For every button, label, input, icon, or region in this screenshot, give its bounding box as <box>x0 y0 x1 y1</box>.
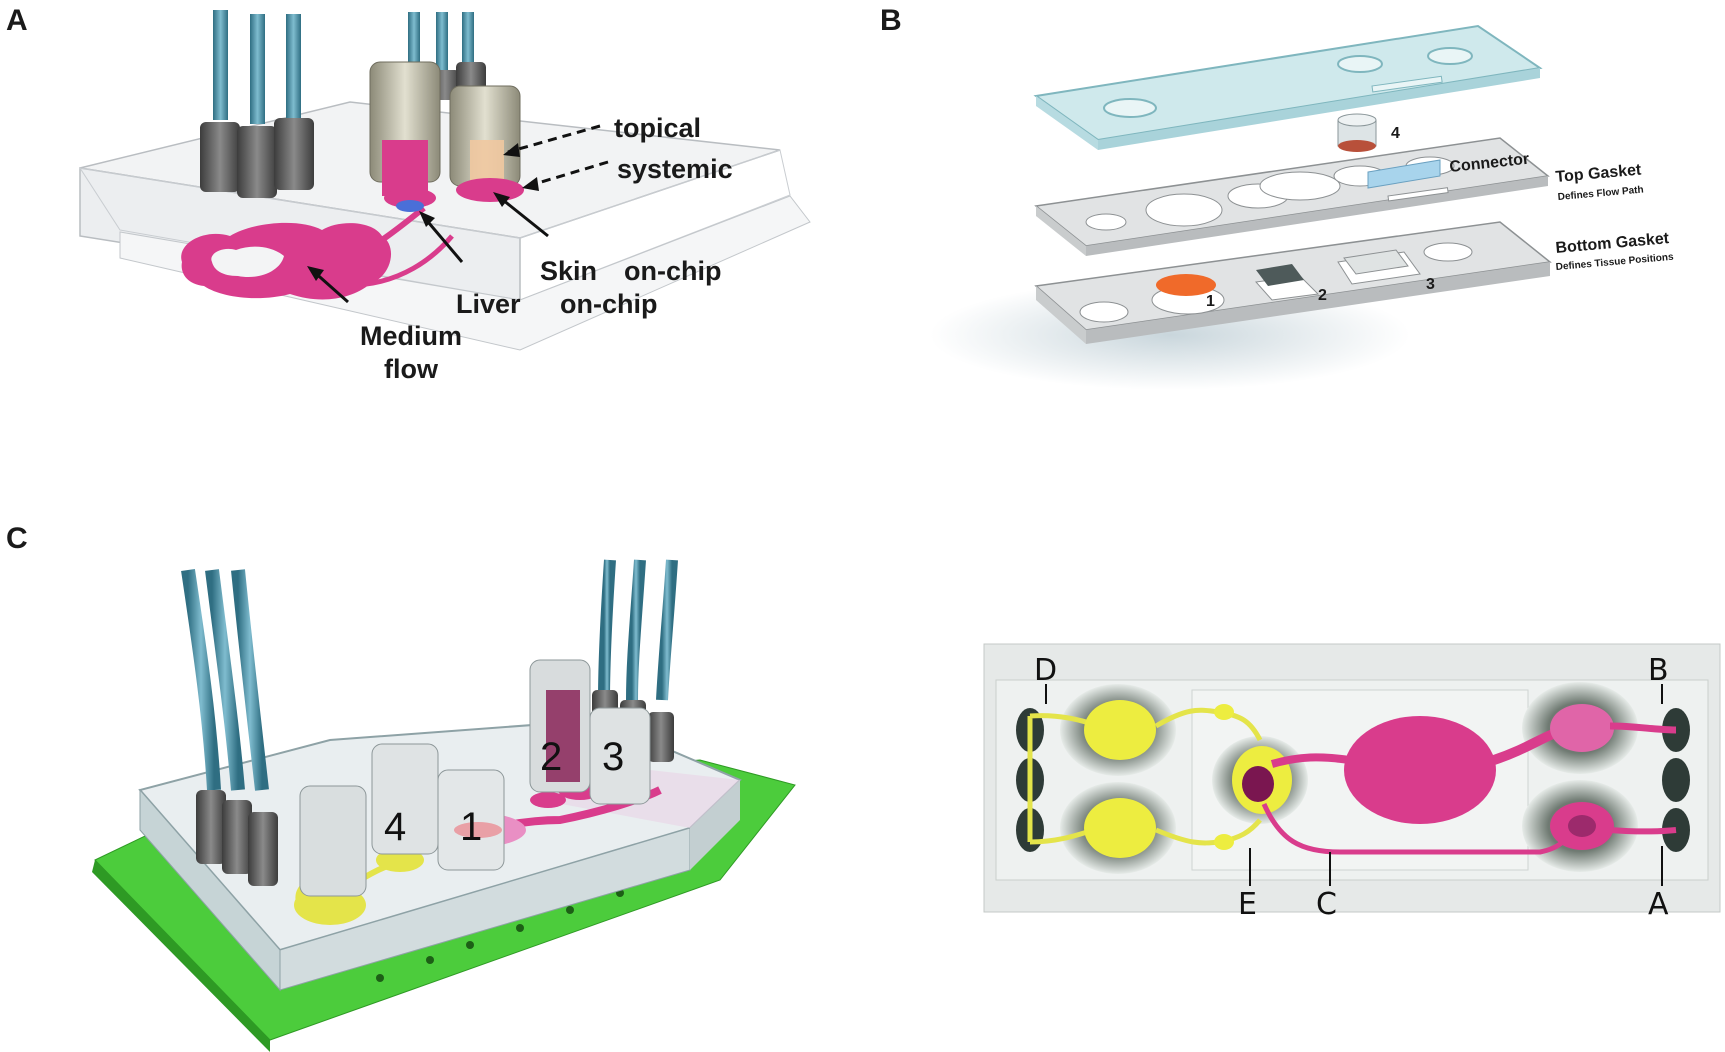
panel-a-letter: A <box>6 4 28 37</box>
label-skin: Skin <box>540 256 597 286</box>
skin-chamber <box>449 85 524 202</box>
panel-c-letter: C <box>6 522 28 555</box>
label-skin-on-chip: on-chip <box>624 256 721 286</box>
panel-a: A <box>6 4 811 384</box>
panel-b: B 4 <box>880 4 1674 390</box>
bottom-gasket-layer <box>1034 221 1552 344</box>
port-label-d: D <box>1034 653 1057 688</box>
tissue-3-label: 3 <box>1426 276 1435 293</box>
label-flow: flow <box>384 354 439 384</box>
panel-c-housings <box>299 659 651 897</box>
insert-4-label: 4 <box>1391 125 1400 142</box>
panel-b-letter: B <box>880 4 902 37</box>
model-label-1: 1 <box>460 805 482 849</box>
magenta-circuit <box>1242 704 1677 855</box>
tissue-1-label: 1 <box>1206 293 1215 310</box>
tubes-left <box>200 10 314 198</box>
port-label-c: C <box>1316 887 1337 922</box>
top-gasket-sub-label: Defines Flow Path <box>1557 185 1644 203</box>
liver-chamber <box>369 61 441 212</box>
top-gasket-layer <box>1034 137 1550 256</box>
panel-c-tubes <box>181 559 678 886</box>
label-medium: Medium <box>360 321 462 351</box>
port-callouts <box>1045 684 1663 886</box>
port-label-b: B <box>1648 653 1669 688</box>
model-label-2: 2 <box>540 735 562 779</box>
model-label-3: 3 <box>602 735 624 779</box>
port-label-e: E <box>1238 887 1257 922</box>
label-liver-on-chip: on-chip <box>560 289 657 319</box>
panel-c-top-view: D B E C A <box>983 643 1721 922</box>
panel-a-arrows <box>307 124 609 304</box>
label-systemic: systemic <box>617 154 733 184</box>
port-label-a: A <box>1648 887 1669 922</box>
label-topical: topical <box>614 113 701 143</box>
top-glass-layer <box>1033 24 1543 150</box>
label-liver: Liver <box>456 289 521 319</box>
top-gasket-label: Top Gasket <box>1555 162 1643 186</box>
model-label-4: 4 <box>384 805 406 849</box>
medium-flow-channel <box>181 205 454 300</box>
panel-c-device: C <box>6 522 796 1052</box>
insert-4 <box>1337 113 1377 152</box>
tissue-2-label: 2 <box>1318 287 1327 304</box>
